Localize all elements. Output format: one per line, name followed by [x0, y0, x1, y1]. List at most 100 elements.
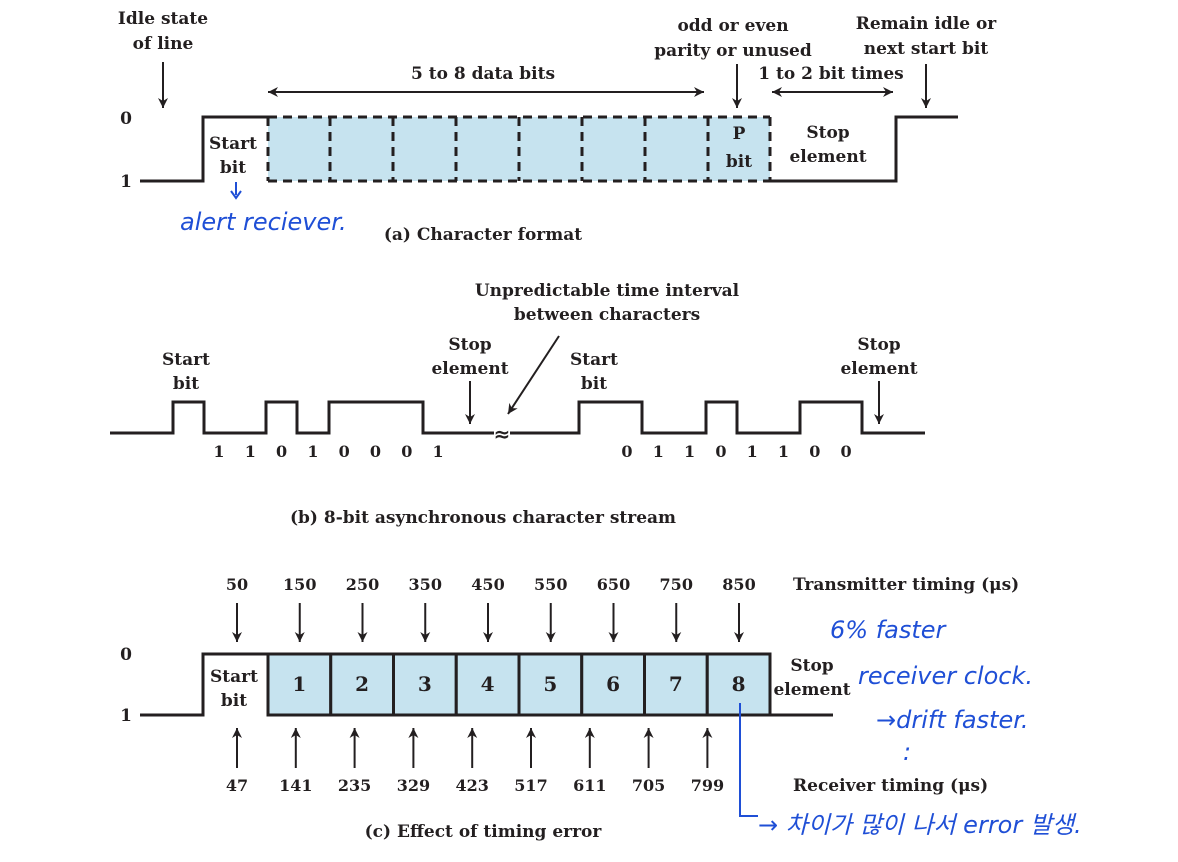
- level-1-label: 1: [120, 172, 132, 192]
- panel-b-character-stream: Unpredictable time interval between char…: [110, 281, 925, 528]
- handwritten-alert-note: alert reciever.: [180, 182, 347, 236]
- handwritten-faster: 6% faster: [830, 616, 948, 644]
- data-cell: [454, 652, 521, 717]
- stop-element-label-left-2: element: [431, 359, 508, 379]
- bit-value-right-4: 1: [747, 442, 758, 461]
- data-cell-label: 4: [481, 672, 495, 696]
- stop-element-label-2: element: [789, 147, 866, 167]
- rx-time-5: 517: [514, 776, 547, 795]
- bit-value-left-1: 1: [245, 442, 256, 461]
- rx-time-1: 141: [279, 776, 312, 795]
- start-bit-label-left: Start: [162, 350, 210, 370]
- rx-time-4: 423: [455, 776, 488, 795]
- tx-time-2: 250: [346, 575, 379, 594]
- rx-time-7: 705: [632, 776, 665, 795]
- remain-idle-label-2: next start bit: [864, 39, 989, 59]
- level-0-label: 0: [120, 109, 132, 129]
- bit-value-right-0: 0: [621, 442, 632, 461]
- caption-c: (c) Effect of timing error: [365, 822, 603, 842]
- stop-element-label-right: Stop: [857, 335, 900, 355]
- idle-state-label-2: of line: [133, 34, 194, 54]
- bit-value-left-4: 0: [339, 442, 350, 461]
- bit-value-right-6: 0: [809, 442, 820, 461]
- rx-time-3: 329: [397, 776, 430, 795]
- stop-element-signal: [770, 115, 958, 183]
- bit-value-right-7: 0: [841, 442, 852, 461]
- data-cell: [705, 652, 772, 717]
- tx-time-6: 650: [597, 575, 630, 594]
- tx-time-3: 350: [409, 575, 442, 594]
- bit-value-right-2: 1: [684, 442, 695, 461]
- start-bit-label-2: bit: [220, 158, 246, 178]
- tx-time-4: 450: [471, 575, 504, 594]
- handwritten-drift: →drift faster.: [876, 706, 1029, 734]
- rx-time-6: 611: [573, 776, 606, 795]
- data-cell-label: 5: [543, 672, 557, 696]
- data-bits-label: 5 to 8 data bits: [411, 64, 555, 84]
- data-cell: [392, 652, 458, 717]
- bit-values-left: 1 1 0 1 0 0 0 1: [213, 442, 443, 461]
- bit-value-left-0: 1: [213, 442, 224, 461]
- handwritten-pointer-line: [739, 703, 758, 817]
- panel-a-character-format: Idle state of line odd or even parity or…: [118, 9, 997, 245]
- bit-value-right-3: 0: [715, 442, 726, 461]
- handwritten-error-note: → 차이가 많이 나서 error 발생.: [758, 811, 1082, 839]
- start-bit-label-c: Start: [210, 667, 258, 687]
- receiver-timing-label: Receiver timing (μs): [793, 776, 988, 796]
- bit-value-left-3: 1: [307, 442, 318, 461]
- bit-value-left-7: 1: [433, 442, 444, 461]
- data-cell: [266, 652, 333, 717]
- start-bit-signal-c: [140, 652, 268, 717]
- data-cell-label: 7: [669, 672, 683, 696]
- stop-element-label-c: Stop: [790, 656, 833, 676]
- data-cell: [643, 652, 709, 717]
- bit-value-left-2: 0: [276, 442, 287, 461]
- data-cell-label: 8: [732, 672, 746, 696]
- line-break-icon: ≈: [494, 422, 511, 446]
- rx-time-0: 47: [226, 776, 248, 795]
- start-bit-label-c-2: bit: [221, 691, 247, 711]
- parity-bit-label: P: [733, 124, 746, 144]
- data-cell: [329, 652, 395, 717]
- caption-a: (a) Character format: [384, 225, 582, 245]
- bit-values-right: 0 1 1 0 1 1 0 0: [621, 442, 851, 461]
- stream-signal-right: [510, 400, 925, 435]
- parity-label: odd or even: [677, 16, 788, 36]
- stop-element-label-left: Stop: [448, 335, 491, 355]
- tx-time-1: 150: [283, 575, 316, 594]
- data-cell-label: 6: [606, 672, 620, 696]
- tx-time-0: 50: [226, 575, 248, 594]
- handwritten-clock: receiver clock.: [858, 662, 1033, 690]
- tx-time-8: 850: [722, 575, 755, 594]
- handwritten-arrow-icon: [230, 182, 242, 200]
- bit-times-label: 1 to 2 bit times: [758, 64, 903, 84]
- tx-time-5: 550: [534, 575, 567, 594]
- interval-label-2: between characters: [514, 305, 700, 325]
- level-0-label-c: 0: [120, 645, 132, 665]
- start-bit-label-right-2: bit: [581, 374, 607, 394]
- bit-value-left-5: 0: [370, 442, 381, 461]
- bit-value-left-6: 0: [401, 442, 412, 461]
- idle-state-label: Idle state: [118, 9, 208, 29]
- data-cell-label: 3: [418, 672, 432, 696]
- caption-b: (b) 8-bit asynchronous character stream: [290, 508, 676, 528]
- data-cell: [517, 652, 584, 717]
- remain-idle-label: Remain idle or: [856, 14, 998, 34]
- stop-element-label-right-2: element: [840, 359, 917, 379]
- transmitter-timing-label: Transmitter timing (μs): [793, 575, 1019, 595]
- handwritten-dots: :: [903, 738, 911, 766]
- bit-value-right-1: 1: [653, 442, 664, 461]
- interval-pointer-icon: [507, 335, 560, 415]
- handwritten-timing-notes: 6% faster receiver clock. →drift faster.…: [739, 616, 1082, 839]
- stop-element-label: Stop: [806, 123, 849, 143]
- handwritten-alert-text: alert reciever.: [180, 208, 347, 236]
- data-cell-label: 2: [355, 672, 369, 696]
- bit-value-right-5: 1: [778, 442, 789, 461]
- interval-label: Unpredictable time interval: [475, 281, 740, 301]
- stream-signal-left: [110, 400, 494, 435]
- rx-time-2: 235: [338, 776, 371, 795]
